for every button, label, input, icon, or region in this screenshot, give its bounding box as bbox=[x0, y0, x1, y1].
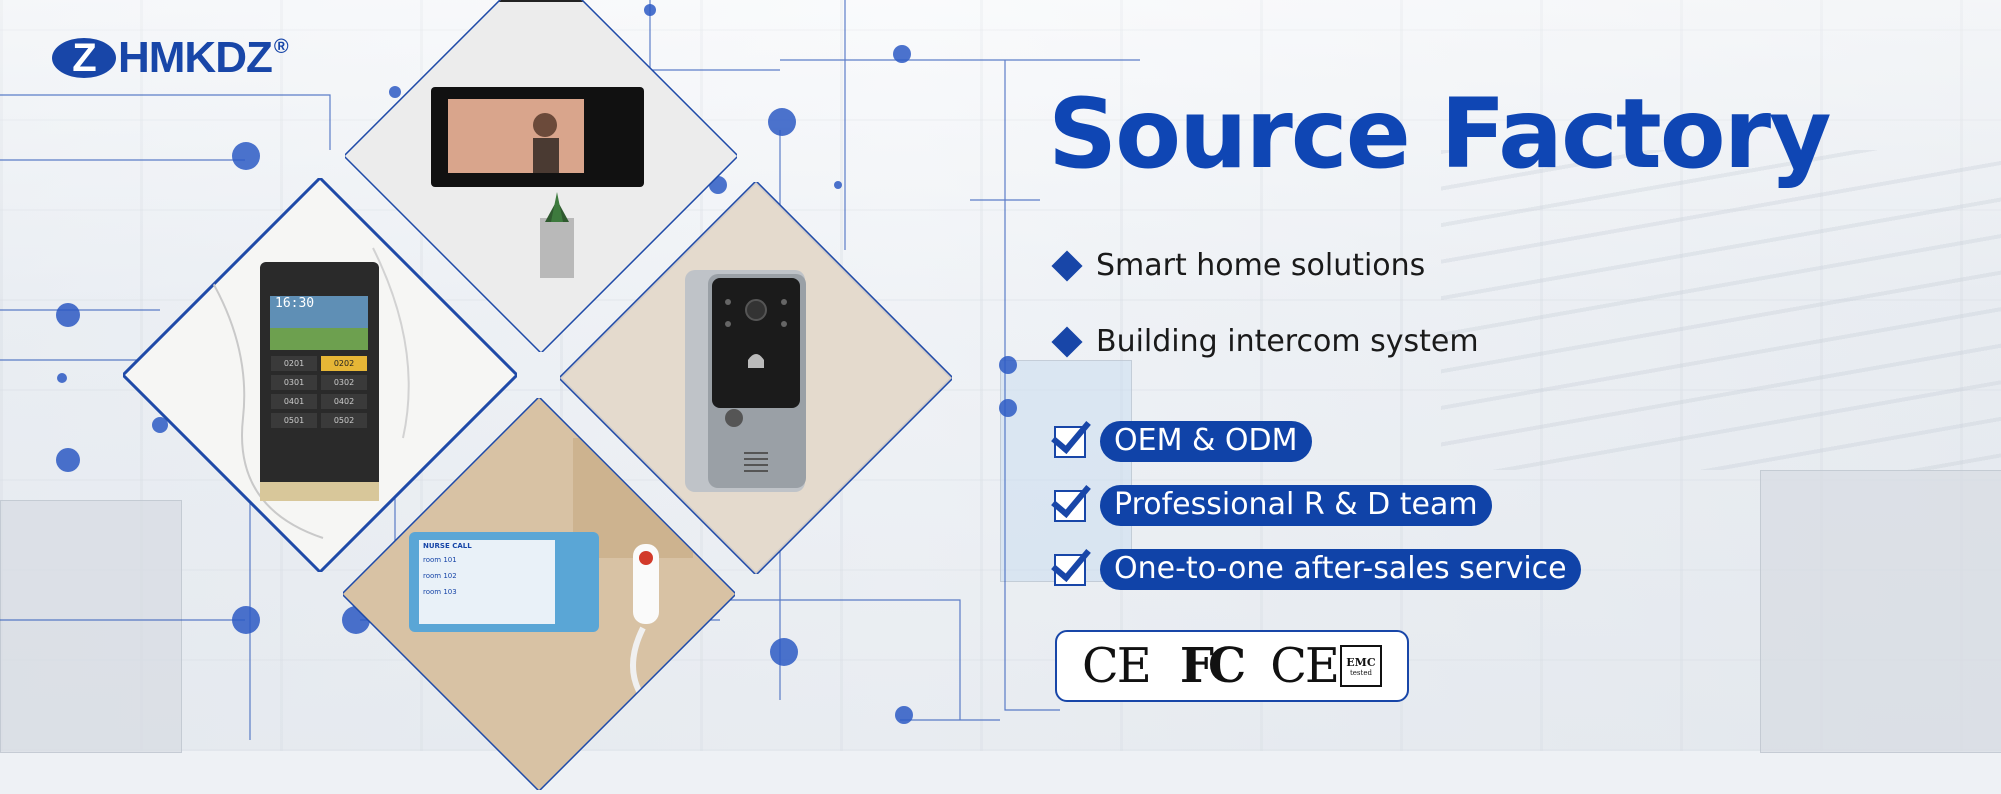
nurse-screen-row: room 103 bbox=[423, 588, 457, 596]
feature-label: Professional R & D team bbox=[1100, 485, 1492, 526]
checkbox-icon bbox=[1051, 475, 1091, 522]
emc-label: EMC bbox=[1346, 655, 1376, 669]
factory-machine-left bbox=[0, 500, 182, 753]
tile-nurse-call: NURSE CALL room 101 room 102 room 103 bbox=[340, 395, 738, 793]
bullet-smart-home: Smart home solutions bbox=[1051, 248, 1426, 283]
ce-mark-icon: CE bbox=[1082, 638, 1152, 694]
nurse-screen-row: room 101 bbox=[423, 556, 457, 564]
panel-key: 0401 bbox=[271, 394, 317, 409]
headline: Source Factory bbox=[1048, 78, 1832, 190]
panel-key: 0502 bbox=[321, 413, 367, 428]
feature-after-sales: One-to-one after-sales service bbox=[1051, 539, 1581, 590]
diamond-bullet-icon bbox=[1051, 249, 1083, 282]
panel-key: 0402 bbox=[321, 394, 367, 409]
ce-mark-icon: CE bbox=[1270, 638, 1340, 694]
feature-label: One-to-one after-sales service bbox=[1100, 549, 1581, 590]
tile-door-station bbox=[557, 179, 955, 577]
feature-oem-odm: OEM & ODM bbox=[1051, 411, 1312, 462]
nurse-screen-header: NURSE CALL bbox=[423, 542, 472, 550]
feature-rd-team: Professional R & D team bbox=[1051, 475, 1492, 526]
logo-z-emblem: Z bbox=[52, 36, 116, 80]
tile-indoor-panel: 16:30 0201 0202 0301 0302 0401 0402 0501… bbox=[120, 175, 520, 575]
certifications-box: CE FC CE EMC tested bbox=[1055, 630, 1409, 702]
emc-sub-label: tested bbox=[1349, 668, 1372, 677]
feature-label: OEM & ODM bbox=[1100, 421, 1312, 462]
diamond-bullet-icon bbox=[1051, 325, 1083, 358]
panel-key: 0202 bbox=[321, 356, 367, 371]
panel-key: 0301 bbox=[271, 375, 317, 390]
nurse-screen-rows: room 101 room 102 room 103 bbox=[423, 556, 457, 596]
checkbox-icon bbox=[1051, 411, 1091, 458]
panel-time: 16:30 bbox=[275, 296, 315, 311]
nurse-screen-row: room 102 bbox=[423, 572, 457, 580]
checkbox-icon bbox=[1051, 539, 1091, 586]
ce-emc-mark: CE EMC tested bbox=[1270, 638, 1382, 694]
factory-window bbox=[1000, 360, 1132, 582]
panel-key: 0501 bbox=[271, 413, 317, 428]
bullet-label: Building intercom system bbox=[1096, 324, 1479, 359]
panel-keypad: 0201 0202 0301 0302 0401 0402 0501 0502 bbox=[271, 356, 367, 428]
registered-mark: ® bbox=[273, 36, 289, 58]
bullet-label: Smart home solutions bbox=[1096, 248, 1426, 283]
bullet-building-intercom: Building intercom system bbox=[1051, 324, 1479, 359]
brand-logo: Z HMKDZ ® bbox=[52, 33, 289, 82]
panel-key: 0302 bbox=[321, 375, 367, 390]
fcc-mark-icon: FC bbox=[1179, 638, 1246, 694]
emc-mark-icon: EMC tested bbox=[1339, 645, 1382, 687]
factory-shelving bbox=[1441, 150, 2001, 470]
panel-key: 0201 bbox=[271, 356, 317, 371]
logo-text: HMKDZ bbox=[118, 33, 273, 82]
